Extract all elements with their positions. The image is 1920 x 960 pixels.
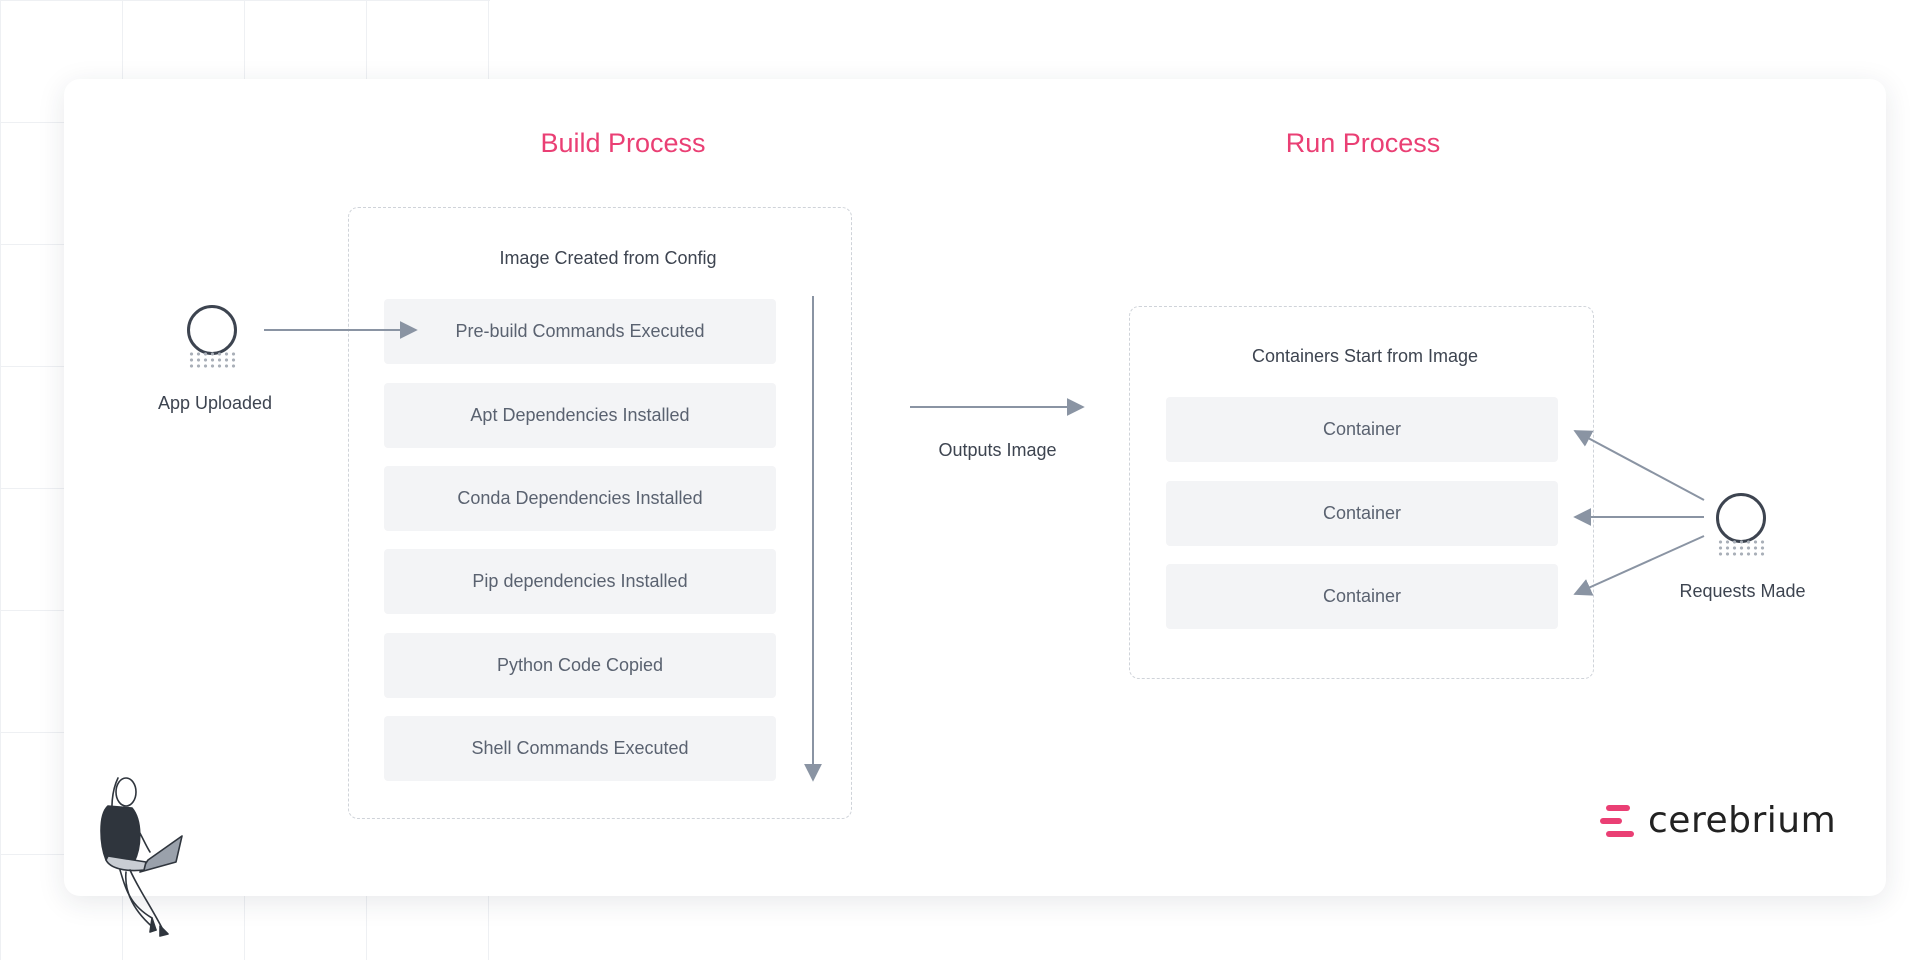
app-node-shadow: [188, 351, 238, 369]
step-python-code: Python Code Copied: [384, 633, 776, 698]
run-box-title: Containers Start from Image: [1251, 346, 1479, 366]
step-shell: Shell Commands Executed: [384, 716, 776, 781]
cerebrium-logo-text: cerebrium: [1648, 800, 1837, 841]
cerebrium-logo: cerebrium: [1600, 800, 1836, 841]
arrow-request-1: [1573, 430, 1705, 501]
step-apt: Apt Dependencies Installed: [384, 383, 776, 448]
app-uploaded-label: App Uploaded: [157, 393, 273, 413]
build-process-box: [348, 207, 852, 819]
cerebrium-logo-mark: [1600, 801, 1636, 841]
run-process-box: [1129, 306, 1594, 679]
build-box-title: Image Created from Config: [499, 248, 717, 268]
container-3: Container: [1166, 564, 1558, 629]
step-pip: Pip dependencies Installed: [384, 549, 776, 614]
step-pre-build: Pre-build Commands Executed: [384, 299, 776, 364]
diagram-card: [64, 79, 1886, 896]
step-conda: Conda Dependencies Installed: [384, 466, 776, 531]
outputs-image-label: Outputs Image: [938, 440, 1057, 460]
requests-made-label: Requests Made: [1679, 581, 1806, 601]
container-2: Container: [1166, 481, 1558, 546]
container-1: Container: [1166, 397, 1558, 462]
run-process-title: Run Process: [1285, 128, 1441, 158]
build-process-title: Build Process: [540, 128, 706, 158]
requests-node-shadow: [1717, 539, 1767, 557]
arrow-request-3: [1573, 535, 1705, 596]
